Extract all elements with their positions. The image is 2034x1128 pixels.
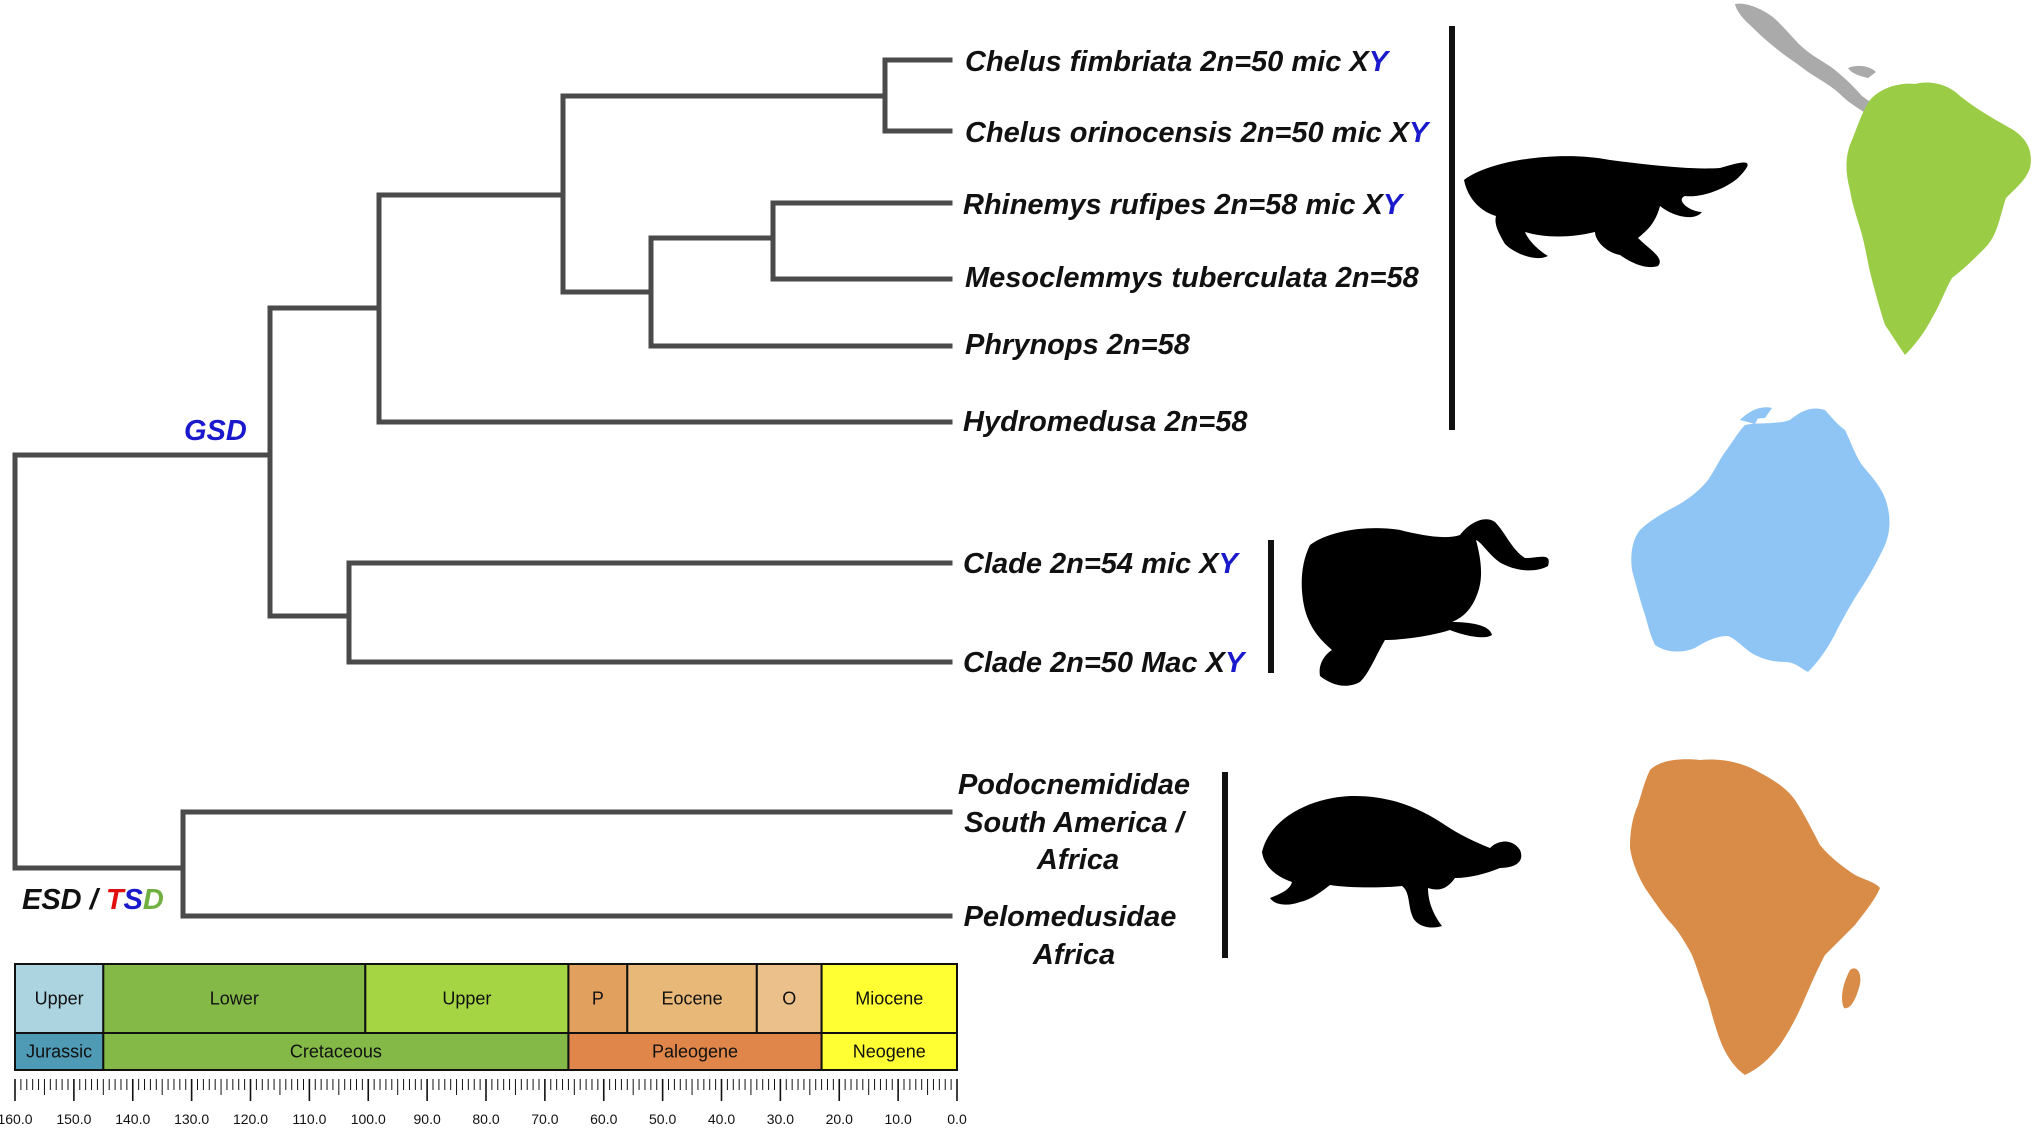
taxon-rhinemys-rufipes: Rhinemys rufipes 2n=58 mic XY <box>963 189 1405 221</box>
epoch-label: Eocene <box>662 989 723 1009</box>
axis-tick-label: 100.0 <box>351 1111 386 1127</box>
axis-tick-label: 160.0 <box>0 1111 33 1127</box>
epoch-box <box>567 963 629 1034</box>
taxon-podocnemididae: Podocnemididae South America / Africa <box>958 769 1198 876</box>
epoch-box <box>102 963 367 1034</box>
axis-tick-label: 10.0 <box>885 1111 912 1127</box>
axis-tick-label: 110.0 <box>292 1111 326 1127</box>
taxon-clade-54: Clade 2n=54 mic XY <box>963 548 1241 580</box>
epoch-label: P <box>592 989 604 1009</box>
taxon-labels: Chelus fimbriata 2n=50 mic XY Chelus ori… <box>958 46 1431 971</box>
helmeted-turtle-silhouette <box>1262 795 1522 928</box>
branch-australian-clades <box>267 560 953 665</box>
taxon-chelus-fimbriata: Chelus fimbriata 2n=50 mic XY <box>965 46 1391 78</box>
axis-tick-label: 120.0 <box>233 1111 268 1127</box>
axis-tick-label: 40.0 <box>708 1111 735 1127</box>
axis-tick-label: 60.0 <box>590 1111 617 1127</box>
taxon-clade-50: Clade 2n=50 Mac XY <box>963 647 1247 679</box>
axis-tick-label: 30.0 <box>767 1111 794 1127</box>
epoch-label: Upper <box>35 989 84 1009</box>
axis-tick-label: 0.0 <box>947 1111 967 1127</box>
axis-tick-label: 90.0 <box>414 1111 441 1127</box>
epoch-box <box>626 963 758 1034</box>
period-box <box>820 1032 959 1071</box>
snake-neck-turtle-silhouette <box>1464 156 1748 268</box>
period-box <box>102 1032 570 1071</box>
central-america-map <box>1735 3 1885 118</box>
side-neck-turtle-silhouette <box>1301 519 1549 686</box>
axis-tick-label: 50.0 <box>649 1111 676 1127</box>
epoch-box <box>364 963 570 1034</box>
epoch-label: Miocene <box>855 989 923 1009</box>
axis-tick-label: 130.0 <box>174 1111 209 1127</box>
branch-pelomedusoides <box>12 809 953 919</box>
branch-chelus <box>560 57 953 134</box>
south-america-map <box>1735 3 2031 355</box>
axis-tick-label: 140.0 <box>115 1111 150 1127</box>
period-label: Neogene <box>853 1042 926 1062</box>
branch-rhinemys-mesoclemmys <box>648 200 953 282</box>
taxon-hydromedusa: Hydromedusa 2n=58 <box>963 406 1248 438</box>
taxon-mesoclemmys-tuberculata: Mesoclemmys tuberculata 2n=58 <box>965 262 1420 294</box>
axis-tick-label: 80.0 <box>472 1111 499 1127</box>
axis-tick-label: 70.0 <box>531 1111 558 1127</box>
gsd-label: GSD <box>184 415 247 447</box>
period-box <box>567 1032 823 1071</box>
branch-chelidae <box>12 305 273 619</box>
branch-phrynops <box>560 235 953 349</box>
period-box <box>14 1032 105 1071</box>
period-label: Paleogene <box>652 1042 738 1062</box>
epoch-label: O <box>782 989 796 1009</box>
phylogenetic-tree <box>12 57 953 919</box>
taxon-pelomedusidae: Pelomedusidae Africa <box>964 901 1185 971</box>
epoch-label: Lower <box>210 989 259 1009</box>
epoch-label: Upper <box>442 989 491 1009</box>
period-label: Jurassic <box>26 1042 92 1062</box>
period-label: Cretaceous <box>290 1042 382 1062</box>
branch-hydromedusa <box>267 192 953 425</box>
axis-tick-label: 150.0 <box>56 1111 91 1127</box>
taxon-phrynops: Phrynops 2n=58 <box>965 329 1191 361</box>
africa-map <box>1630 759 1880 1075</box>
esd-tsd-label: ESD / TSD <box>22 884 164 916</box>
group-bars <box>1222 26 1455 958</box>
branch-chelus-rhinemys <box>376 93 566 295</box>
axis-tick-label: 20.0 <box>826 1111 853 1127</box>
taxon-chelus-orinocensis: Chelus orinocensis 2n=50 mic XY <box>965 117 1431 149</box>
australia-map <box>1631 407 1890 672</box>
